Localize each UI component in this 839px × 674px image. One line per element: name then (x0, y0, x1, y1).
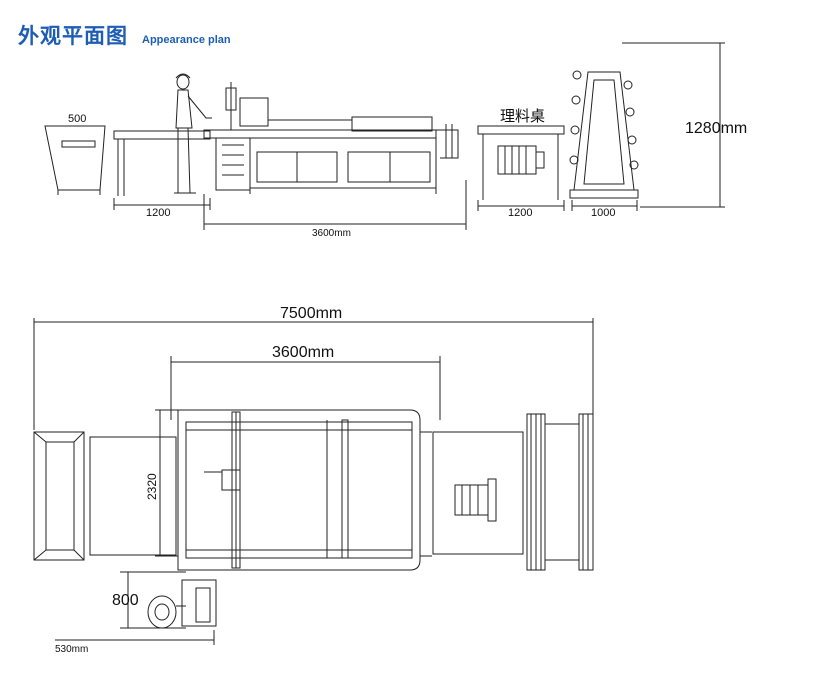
rack (569, 70, 639, 199)
operator-depth-label: 800 (112, 592, 139, 609)
machine-top (177, 409, 432, 571)
machine-length-label: 3600mm (312, 228, 351, 239)
machine-side (203, 82, 459, 194)
left-table-top (89, 436, 177, 556)
sorting-table-top (432, 431, 524, 555)
table-left-width-label: 1200 (146, 207, 170, 219)
width-label: 2320 (145, 473, 159, 500)
machine-length-top-label: 3600mm (272, 344, 334, 361)
side-view: 500 1200 (44, 42, 747, 239)
operator-top (147, 579, 217, 629)
page-subtitle: Appearance plan (142, 34, 231, 46)
left-table (113, 130, 211, 196)
top-view: 7500mm 3600mm 2320 (33, 305, 594, 655)
rack-width-label: 1000 (591, 207, 615, 219)
waste-bin (44, 125, 106, 195)
sorting-table-label: 理料桌 (500, 108, 545, 125)
page-header: 外观平面图 Appearance plan (18, 20, 231, 50)
total-length-label: 7500mm (280, 305, 342, 322)
waste-bin-top (33, 431, 85, 561)
rack-top (526, 413, 594, 571)
page-title: 外观平面图 (18, 24, 128, 48)
sorting-table (477, 125, 565, 200)
height-label: 1280mm (685, 120, 747, 137)
sorting-table-width-label: 1200 (508, 207, 532, 219)
operator-figure (174, 73, 212, 194)
bin-width-label: 500 (68, 113, 86, 125)
operator-width-label: 530mm (55, 644, 88, 655)
